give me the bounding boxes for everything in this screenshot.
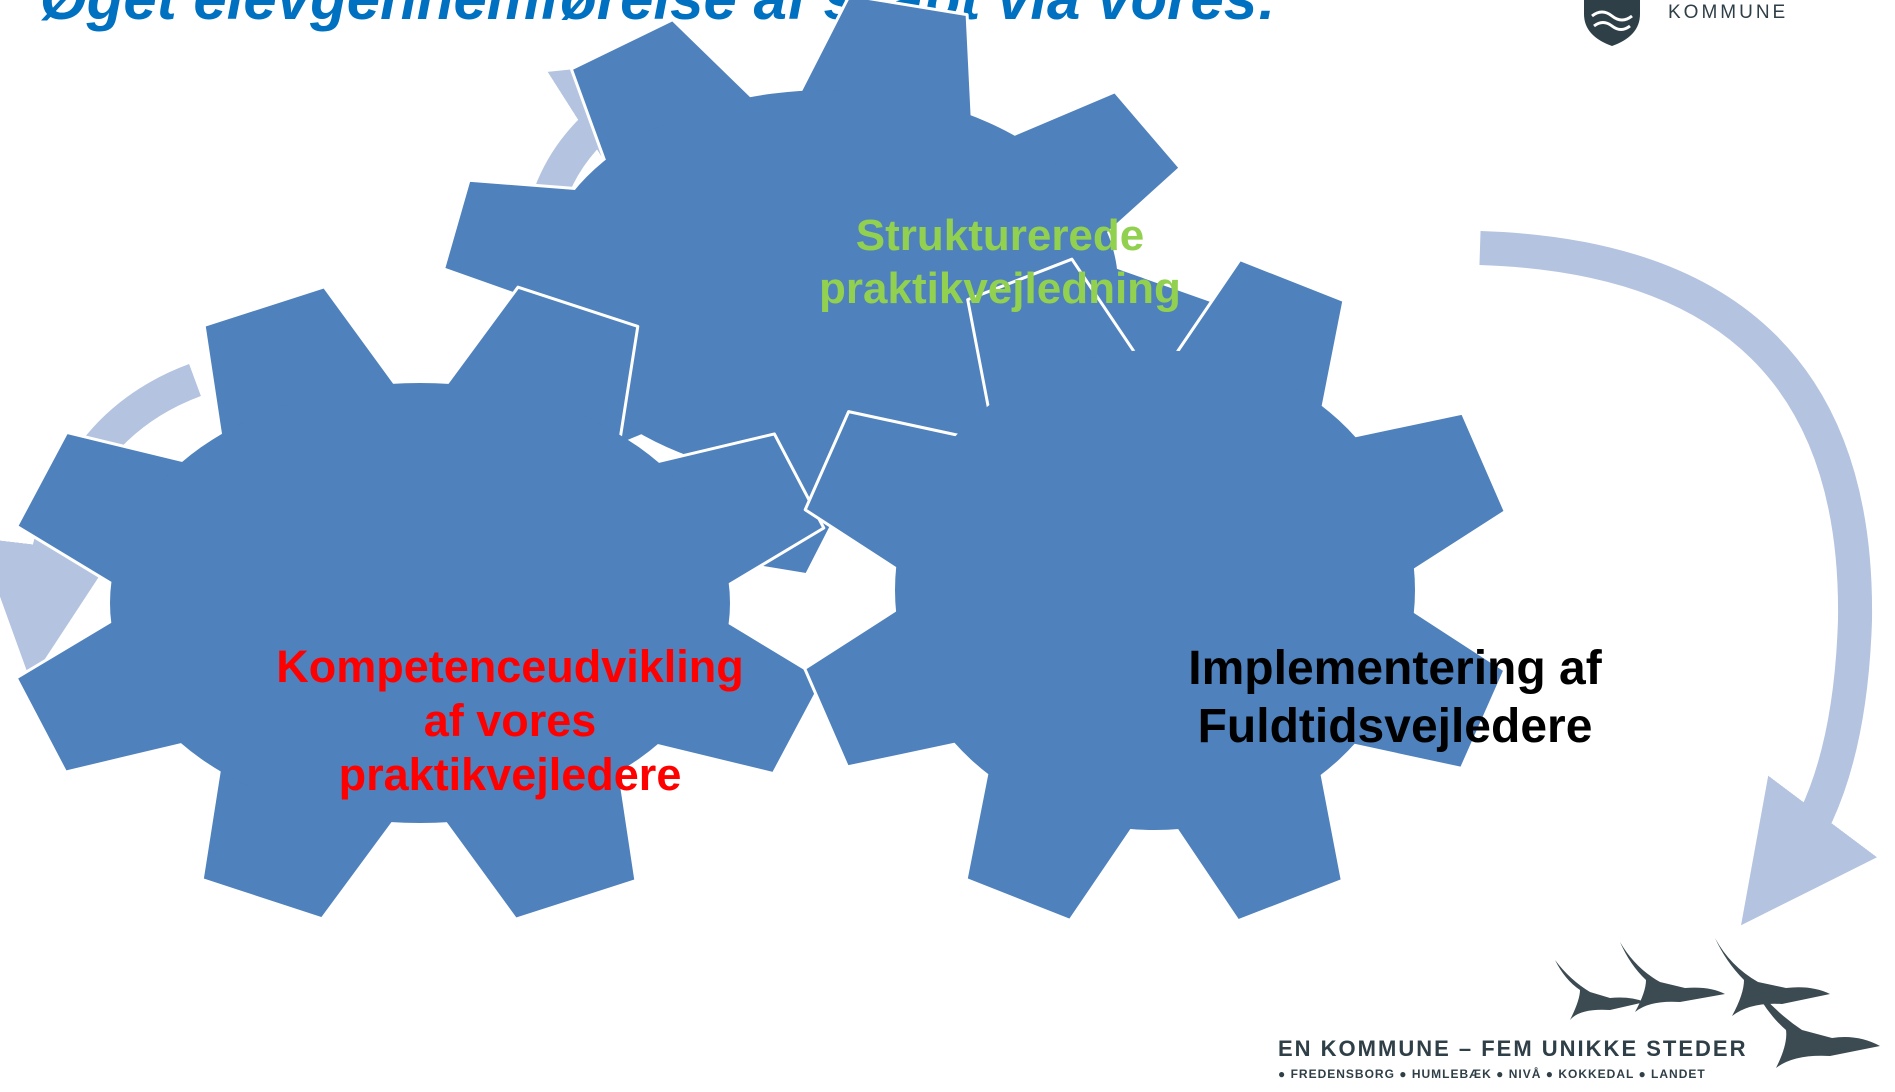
swans-icon (1555, 938, 1880, 1068)
crest-icon (1584, 0, 1640, 46)
gear-top-label: Strukturerede praktikvejledning (819, 211, 1181, 313)
gear-right-label: Implementering af Fuldtidsvejledere (1188, 642, 1602, 753)
arrow-right (1479, 231, 1878, 926)
kommune-logo: KOMMUNE (1580, 0, 1830, 50)
gear-top (442, 0, 1214, 577)
gear-left (14, 285, 826, 921)
footer-places: ● FREDENSBORG ● HUMLEBÆK ● NIVÅ ● KOKKED… (1278, 1067, 1706, 1081)
gear-left-label: Kompetenceudvikling af vores praktikvejl… (276, 641, 744, 800)
gear-right (803, 257, 1507, 923)
logo-text: KOMMUNE (1668, 2, 1789, 23)
footer-tagline: EN KOMMUNE – FEM UNIKKE STEDER (1278, 1036, 1748, 1061)
